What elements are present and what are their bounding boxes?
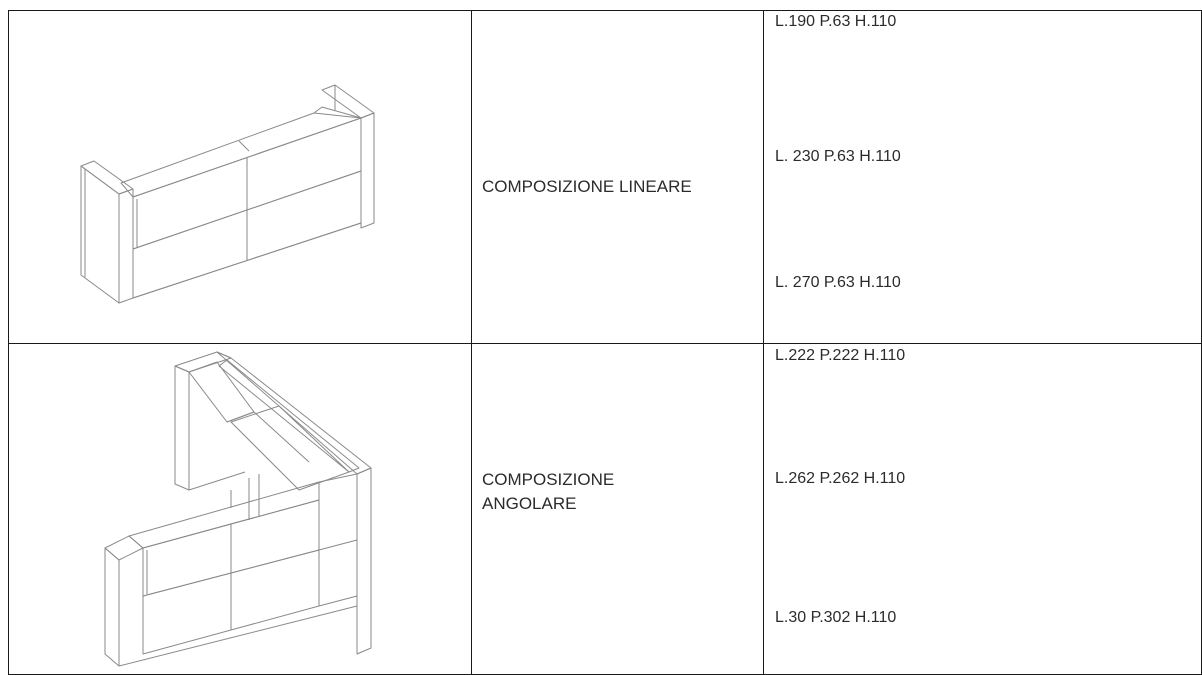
linear-reception-desk-drawing-icon [80, 84, 375, 304]
dimensions-cell: L.222 P.222 H.110 L.262 P.262 H.110 L.30… [763, 343, 1202, 675]
dimension-text: L.222 P.222 H.110 [775, 347, 906, 364]
composition-table: COMPOSIZIONE LINEARE L.190 P.63 H.110 L.… [8, 10, 1202, 675]
composition-name: COMPOSIZIONE LINEARE [482, 177, 692, 196]
table-row: COMPOSIZIONE LINEARE L.190 P.63 H.110 L.… [8, 10, 1202, 344]
name-cell: COMPOSIZIONE LINEARE [471, 10, 764, 344]
dimension-text: L.190 P.63 H.110 [775, 13, 897, 30]
dimension-text: L. 230 P.63 H.110 [775, 148, 901, 165]
dimension-text: L. 270 P.63 H.110 [775, 274, 901, 291]
dimension-text: L.30 P.302 H.110 [775, 609, 897, 626]
image-cell [8, 343, 472, 675]
name-cell: COMPOSIZIONE ANGOLARE [471, 343, 764, 675]
composition-name: COMPOSIZIONE ANGOLARE [482, 470, 615, 513]
corner-reception-desk-drawing-icon [104, 351, 372, 667]
dimensions-cell: L.190 P.63 H.110 L. 230 P.63 H.110 L. 27… [763, 10, 1202, 344]
table-row: COMPOSIZIONE ANGOLARE L.222 P.222 H.110 … [8, 343, 1202, 675]
dimension-text: L.262 P.262 H.110 [775, 470, 906, 487]
image-cell [8, 10, 472, 344]
